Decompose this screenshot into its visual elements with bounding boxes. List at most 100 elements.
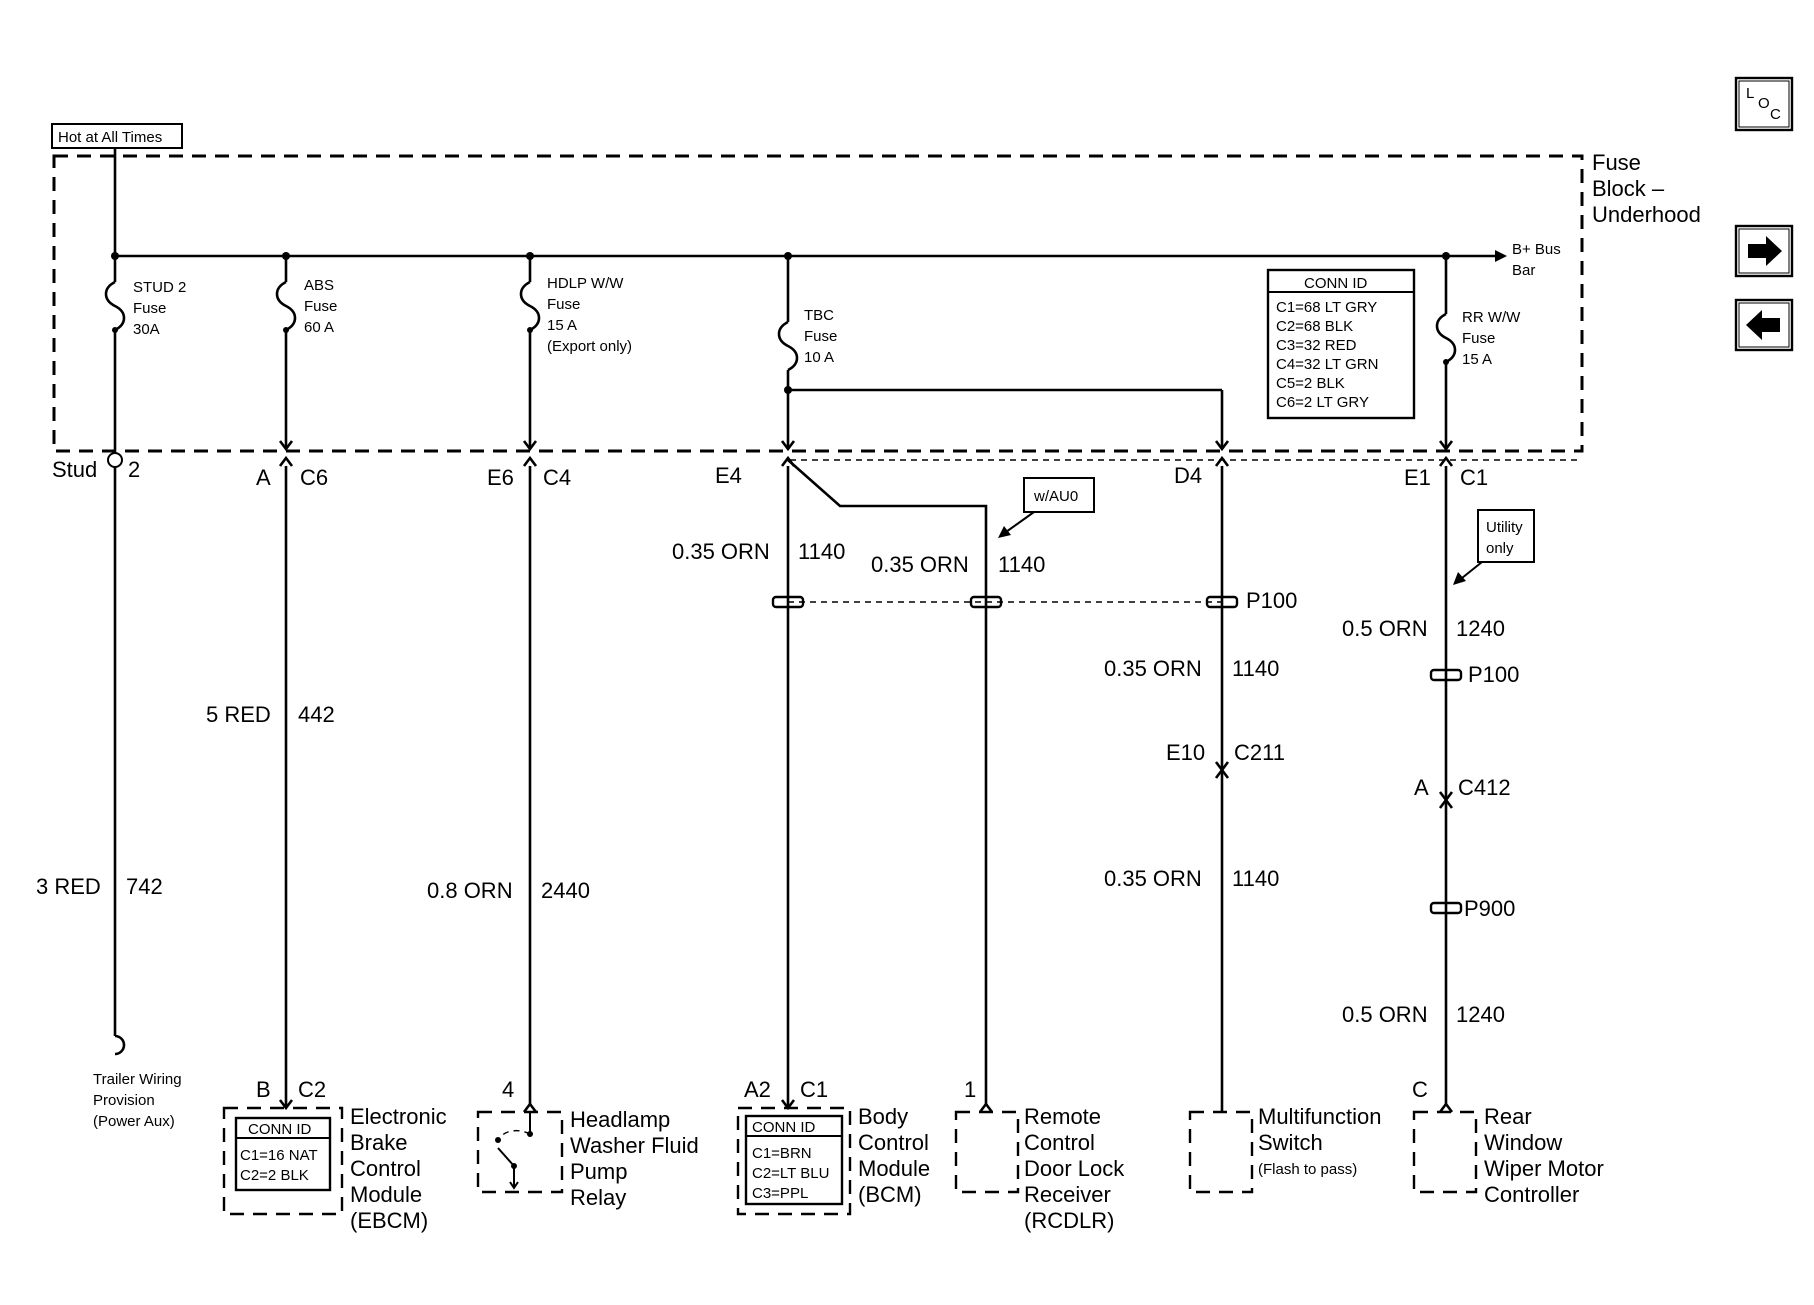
loc-icon: L: [1746, 85, 1754, 102]
arrow-right-icon: [1748, 236, 1782, 266]
fuse-block-title: Fuse Block – Underhood: [1592, 150, 1701, 227]
component-label: Switch: [1258, 1130, 1323, 1155]
component-label: Door Lock: [1024, 1156, 1125, 1181]
wire-gauge: 0.5 ORN: [1342, 1002, 1428, 1027]
conn-id-row: C4=32 LT GRN: [1276, 356, 1378, 373]
conn-id-row: C2=68 BLK: [1276, 318, 1353, 335]
conn-id-row: C1=BRN: [752, 1145, 812, 1162]
fuse-hdlp-ww: HDLP W/W Fuse 15 A (Export only): [519, 256, 632, 448]
fuse-label: 15 A: [1462, 351, 1492, 368]
terminal-pin: E10: [1166, 740, 1205, 765]
conn-id-title: CONN ID: [248, 1121, 312, 1138]
stud-terminal-icon: [107, 452, 123, 468]
terminal-pin: B: [256, 1077, 271, 1102]
fuse-label: Fuse: [547, 296, 580, 313]
note-arrow-icon: [1453, 572, 1466, 585]
splice-pack-icon: [771, 595, 1239, 609]
note-arrow-line: [1005, 511, 1035, 533]
fuse-icon: [519, 280, 541, 332]
terminal-conn: C6: [300, 465, 328, 490]
wire-circuit: 1140: [998, 552, 1045, 577]
w-au0-note-box: [1023, 477, 1095, 513]
component-label: Receiver: [1024, 1182, 1111, 1207]
conn-id-row: C1=68 LT GRY: [1276, 299, 1377, 316]
component-label: Module: [350, 1182, 422, 1207]
splice-p900-icon: [1429, 901, 1463, 915]
loc-icon: O: [1758, 95, 1770, 112]
hot-at-all-times-label: Hot at All Times: [58, 129, 162, 146]
terminal-pin: 4: [502, 1077, 514, 1102]
terminal-conn: C211: [1234, 740, 1285, 765]
terminal-pin: C: [1412, 1077, 1428, 1102]
fuse-label: (Export only): [547, 338, 632, 355]
fuse-block-title-line: Underhood: [1592, 202, 1701, 227]
wire-gauge: 0.35 ORN: [1104, 866, 1202, 891]
terminal-pin: E1: [1404, 465, 1431, 490]
component-note: (Flash to pass): [1258, 1161, 1357, 1178]
utility-note: Utility: [1486, 519, 1523, 536]
component-label: Control: [1024, 1130, 1095, 1155]
component-label: Headlamp: [570, 1107, 670, 1132]
terminal-pin: A2: [744, 1077, 771, 1102]
wire-gauge: 0.5 ORN: [1342, 616, 1428, 641]
fuse-label: ABS: [304, 277, 334, 294]
wire-circuit: 1140: [798, 539, 845, 564]
fuse-label: HDLP W/W: [547, 275, 624, 292]
conn-id-row: C2=2 BLK: [240, 1167, 309, 1184]
component-label: Multifunction: [1258, 1104, 1382, 1129]
splice-label: P100: [1246, 588, 1297, 613]
fuse-icon: [1435, 312, 1457, 364]
terminal-pin: 1: [964, 1077, 976, 1102]
fuse-label: 60 A: [304, 319, 334, 336]
component-label: (BCM): [858, 1182, 922, 1207]
wire-circuit: 742: [126, 874, 163, 899]
loc-button[interactable]: L O C: [1734, 76, 1794, 132]
component-label: Washer Fluid: [570, 1133, 699, 1158]
utility-note: only: [1486, 540, 1514, 557]
fuse-label: TBC: [804, 307, 834, 324]
wire-gauge: 0.35 ORN: [1104, 656, 1202, 681]
conn-id-row: C3=PPL: [752, 1185, 808, 1202]
fuse-label: Fuse: [133, 300, 166, 317]
fuse-rr-ww: RR W/W Fuse 15 A: [1435, 256, 1521, 448]
fuse-block-title-line: Fuse: [1592, 150, 1641, 175]
fuse-block-outline: [52, 154, 1584, 453]
conn-id-title: CONN ID: [752, 1119, 816, 1136]
bus-bar-label: Bar: [1512, 262, 1535, 279]
component-label: Electronic: [350, 1104, 447, 1129]
component-label: Body: [858, 1104, 908, 1129]
fuse-label: 30A: [133, 321, 160, 338]
wire-1140-rcdlr: [787, 459, 988, 1106]
terminal-conn: C2: [298, 1077, 326, 1102]
component-label: Brake: [350, 1130, 407, 1155]
connector-arrows-top: [278, 440, 1454, 467]
wire-circuit: 1240: [1456, 1002, 1505, 1027]
fuse-icon: [104, 280, 126, 332]
headlamp-washer-relay: Headlamp Washer Fluid Pump Relay: [476, 1107, 699, 1210]
utility-note-box: [1477, 509, 1535, 563]
conn-id-row: C6=2 LT GRY: [1276, 394, 1369, 411]
splice-label: P100: [1468, 662, 1519, 687]
trailer-terminal-icon: [114, 1034, 126, 1056]
wire-circuit: 1240: [1456, 616, 1505, 641]
terminal-conn: C1: [800, 1077, 828, 1102]
fuse-block-conn-id-table: CONN ID C1=68 LT GRY C2=68 BLK C3=32 RED…: [1266, 268, 1416, 420]
component-label: Wiper Motor: [1484, 1156, 1604, 1181]
rcdlr-component: Remote Control Door Lock Receiver (RCDLR…: [954, 1104, 1125, 1233]
wire-circuit: 442: [298, 702, 335, 727]
component-label: Control: [858, 1130, 929, 1155]
fuse-label: RR W/W: [1462, 309, 1521, 326]
previous-page-button[interactable]: [1734, 298, 1794, 352]
terminal-pin: D4: [1174, 463, 1202, 488]
conn-id-row: C2=LT BLU: [752, 1165, 829, 1182]
wire-gauge: 3 RED: [36, 874, 101, 899]
fuse-label: STUD 2: [133, 279, 186, 296]
rear-wiper-controller: Rear Window Wiper Motor Controller: [1412, 1104, 1604, 1207]
ebcm-component: CONN ID C1=16 NAT C2=2 BLK Electronic Br…: [222, 1104, 447, 1233]
conn-id-row: C3=32 RED: [1276, 337, 1357, 354]
relay-coil-icon: [497, 1129, 531, 1141]
terminal-pin: E4: [715, 463, 742, 488]
fuse-tbc: TBC Fuse 10 A: [777, 256, 1224, 448]
wire-circuit: 1140: [1232, 656, 1279, 681]
next-page-button[interactable]: [1734, 224, 1794, 278]
